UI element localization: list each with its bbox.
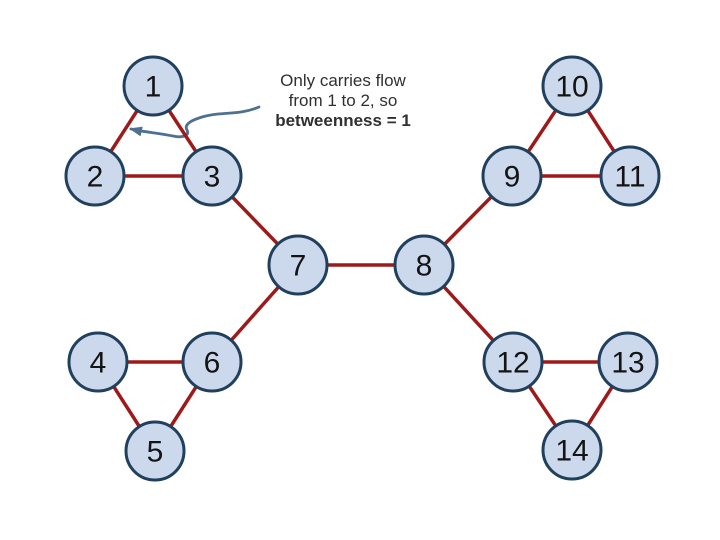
graph-node-label-9: 9 (504, 161, 521, 194)
graph-node-circle-11 (599, 145, 661, 207)
graph-node-9: 9 (481, 145, 543, 207)
annotation-text: Only carries flow from 1 to 2, so betwee… (255, 71, 431, 131)
graph-node-label-2: 2 (87, 161, 104, 194)
graph-node-1: 1 (122, 55, 184, 117)
graph-node-label-4: 4 (90, 347, 107, 380)
annotation-line-3: betweenness = 1 (275, 111, 411, 130)
annotation-line-2: from 1 to 2, so (288, 91, 398, 110)
graph-node-circle-8 (393, 234, 455, 296)
betweenness-arrow-icon (129, 105, 261, 139)
graph-node-label-1: 1 (145, 71, 162, 104)
graph-node-circle-6 (181, 331, 243, 393)
annotation-line-1: Only carries flow (280, 71, 406, 90)
graph-node-circle-10 (541, 55, 603, 117)
graph-node-label-12: 12 (496, 347, 529, 380)
edges-layer (93, 85, 632, 452)
graph-node-circle-2 (64, 145, 126, 207)
graph-node-5: 5 (124, 420, 186, 482)
graph-node-label-13: 13 (611, 347, 644, 380)
graph-node-label-14: 14 (555, 435, 588, 468)
graph-node-label-7: 7 (290, 250, 307, 283)
graph-node-13: 13 (597, 331, 659, 393)
graph-node-circle-13 (597, 331, 659, 393)
graph-node-circle-5 (124, 420, 186, 482)
graph-node-label-10: 10 (555, 71, 588, 104)
graph-node-circle-12 (482, 331, 544, 393)
graph-node-8: 8 (393, 234, 455, 296)
graph-node-14: 14 (541, 419, 603, 481)
graph-node-circle-7 (267, 234, 329, 296)
graph-node-circle-1 (122, 55, 184, 117)
graph-node-4: 4 (67, 331, 129, 393)
graph-node-11: 11 (599, 145, 661, 207)
graph-node-3: 3 (181, 145, 243, 207)
graph-node-circle-3 (181, 145, 243, 207)
graph-node-6: 6 (181, 331, 243, 393)
graph-node-label-11: 11 (614, 161, 645, 194)
graph-node-7: 7 (267, 234, 329, 296)
graph-node-label-5: 5 (147, 436, 164, 469)
graph-node-circle-4 (67, 331, 129, 393)
graph-node-10: 10 (541, 55, 603, 117)
graph-node-circle-9 (481, 145, 543, 207)
graph-node-label-6: 6 (204, 347, 221, 380)
graph-node-label-8: 8 (416, 250, 433, 283)
graph-node-12: 12 (482, 331, 544, 393)
graph-node-circle-14 (541, 419, 603, 481)
graph-node-label-3: 3 (204, 161, 221, 194)
graph-node-2: 2 (64, 145, 126, 207)
